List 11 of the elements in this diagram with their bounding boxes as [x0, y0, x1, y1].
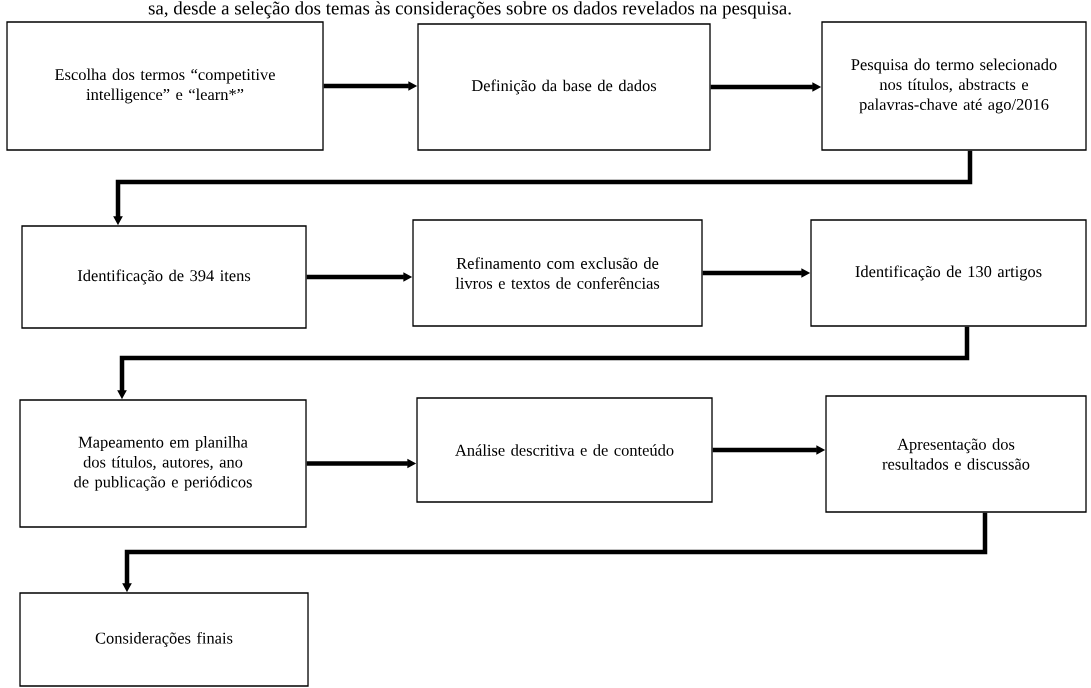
process-box: Mapeamento em planilha dos títulos, autores, ano de publicação e periódicos — [19, 399, 307, 528]
process-box: Análise descritiva e de conteúdo — [416, 397, 713, 503]
process-box: Identificação de 394 itens — [21, 225, 307, 329]
process-box: Pesquisa do termo selecionado nos títulos, abstracts e palavras-chave até ago/2016 — [821, 21, 1087, 151]
process-box: Refinamento com exclusão de livros e textos de conferências — [412, 219, 703, 327]
process-box: Identificação de 130 artigos — [810, 219, 1087, 327]
process-box: Apresentação dos resultados e discussão — [825, 395, 1087, 513]
process-box: Escolha dos termos “competitive intelligence” e “learn*” — [6, 21, 324, 151]
process-box: Definição da base de dados — [417, 23, 711, 151]
caption-text: sa, desde a seleção dos temas às considerações sobre os dados revelados na pesquisa. — [148, 1, 791, 19]
process-box: Considerações finais — [19, 592, 309, 687]
